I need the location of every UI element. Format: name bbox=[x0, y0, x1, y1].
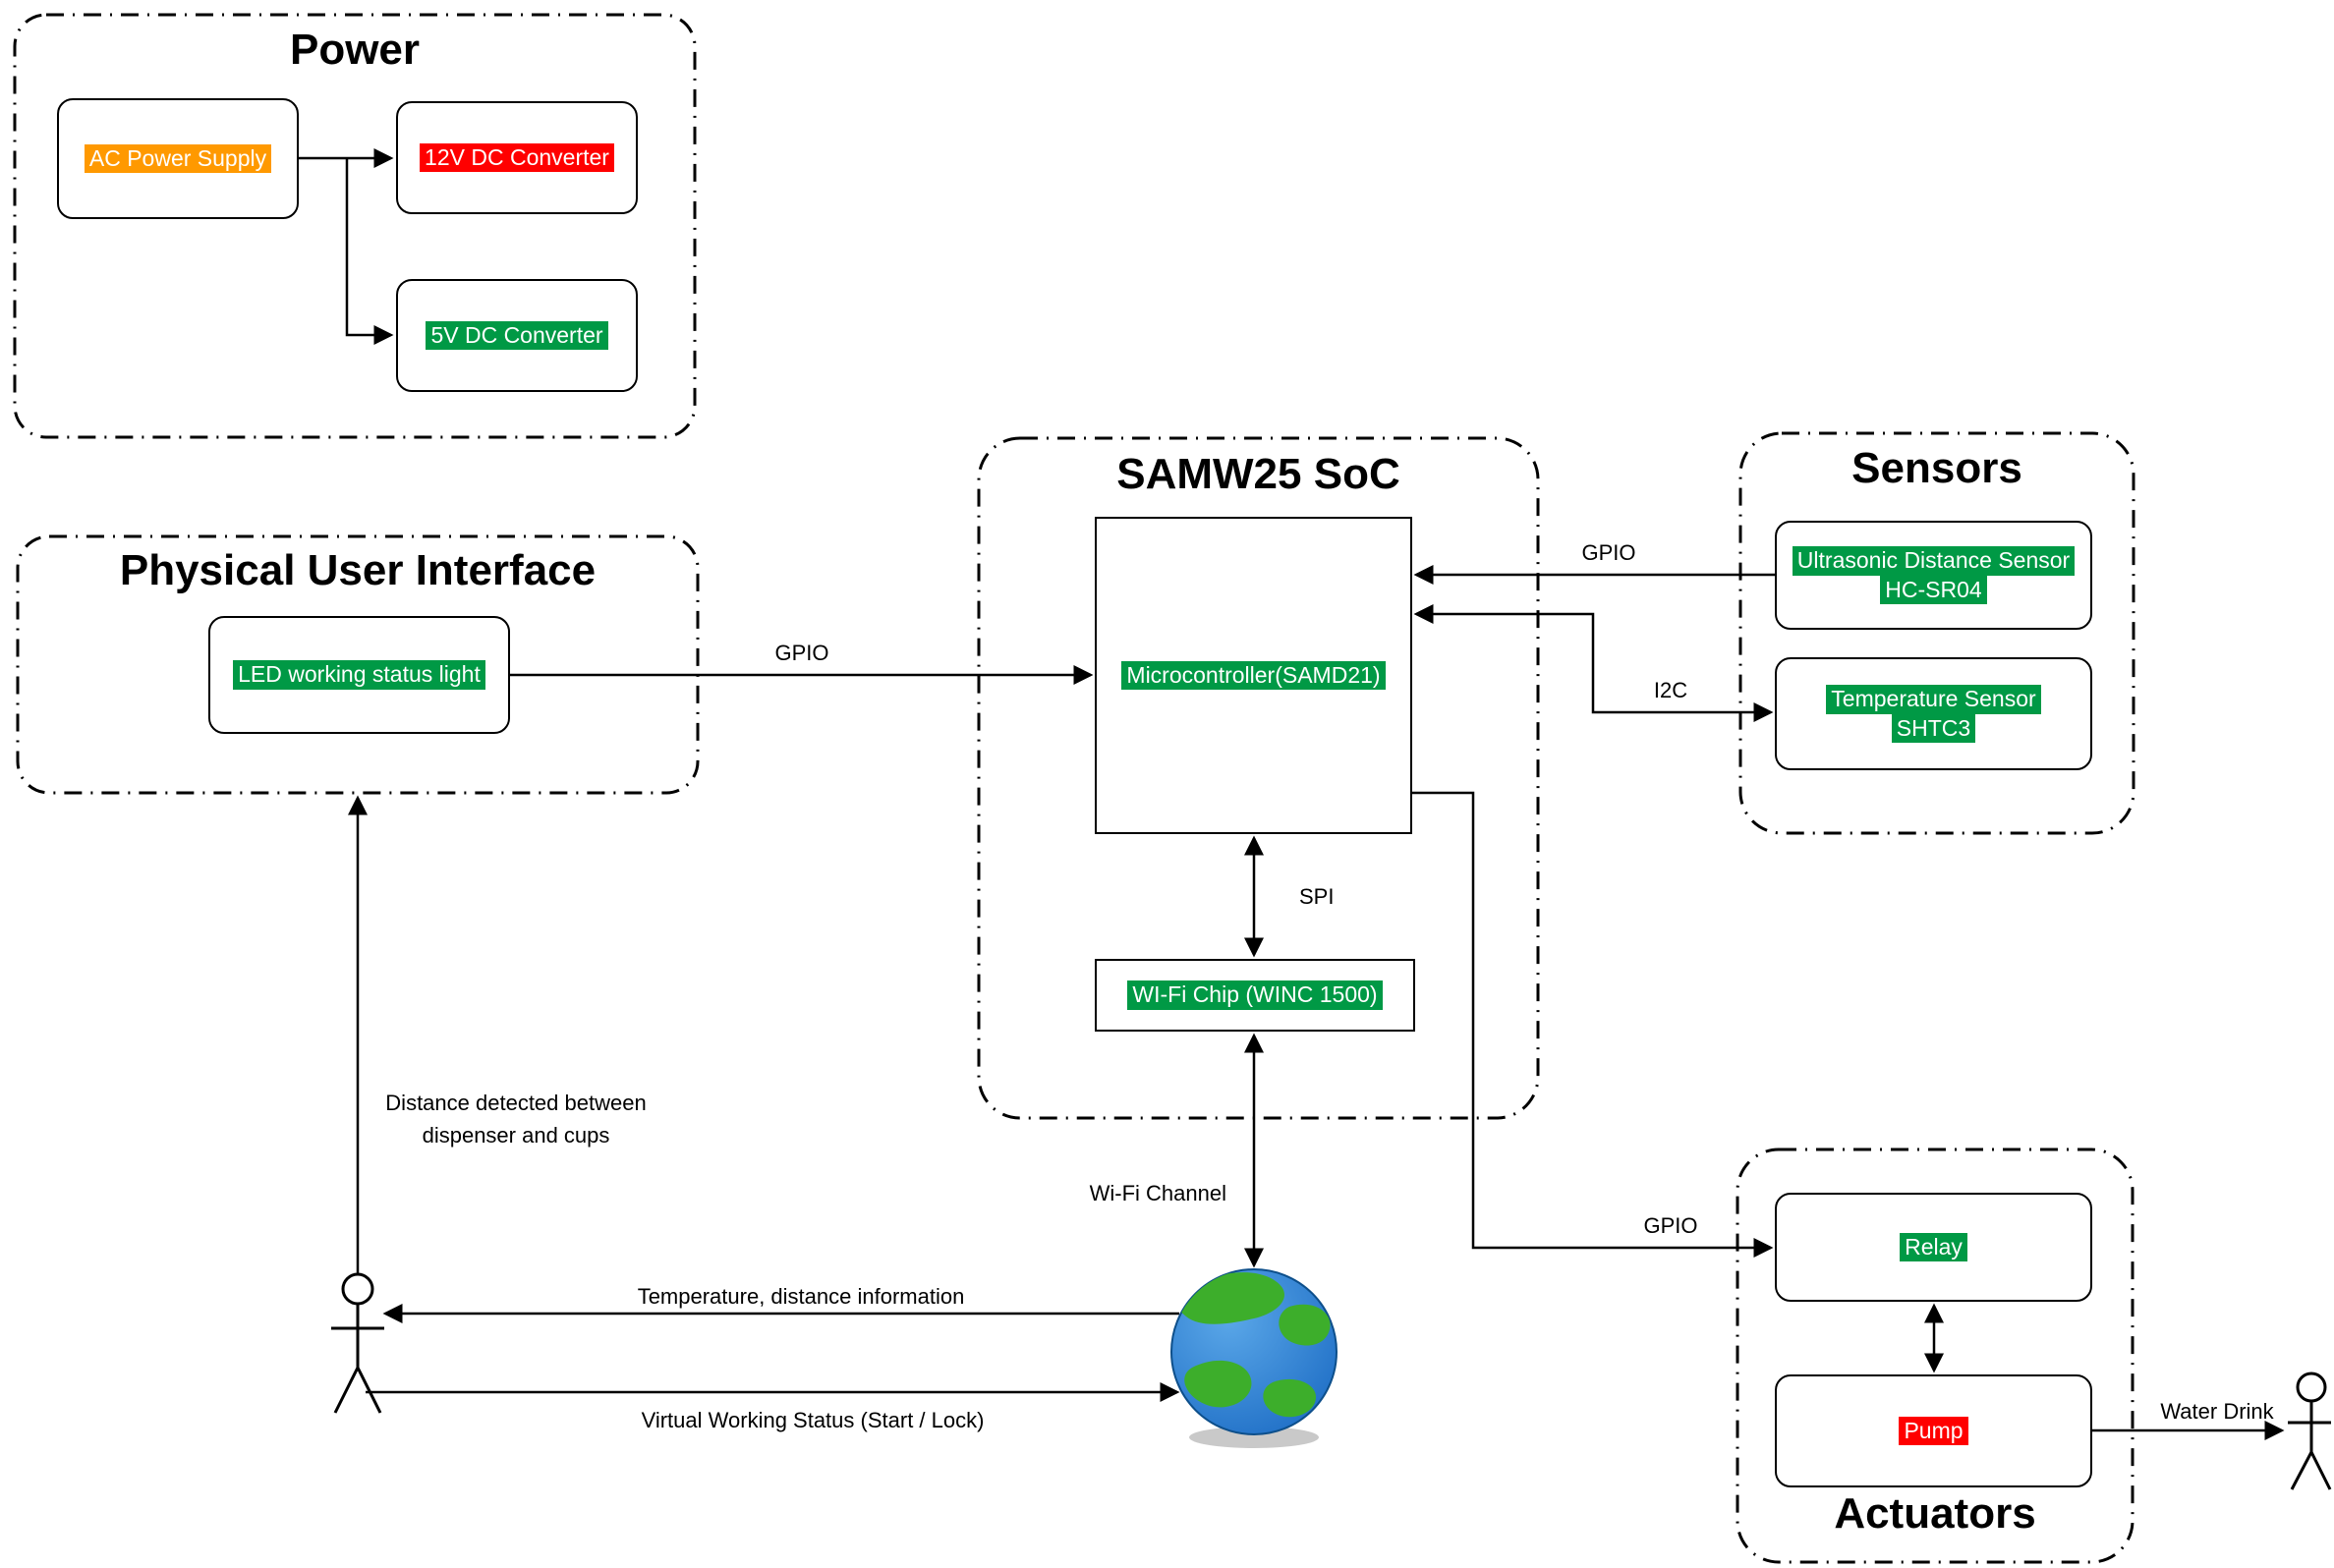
edge-label-distance-note-line1: Distance detected between bbox=[385, 1091, 646, 1115]
edge-label-i2c: I2C bbox=[1654, 678, 1687, 702]
pump-node: Pump bbox=[1775, 1374, 2092, 1487]
edge-label-relay-gpio: GPIO bbox=[1643, 1213, 1697, 1238]
temperature-sensor-label-line1: Temperature Sensor bbox=[1826, 684, 2041, 714]
5v-dc-converter-label: 5V DC Converter bbox=[426, 320, 608, 351]
user-actor bbox=[331, 1272, 384, 1414]
pump-label: Pump bbox=[1899, 1416, 1968, 1446]
12v-dc-converter-node: 12V DC Converter bbox=[396, 101, 638, 214]
edge-label-led-gpio: GPIO bbox=[774, 641, 828, 665]
temperature-sensor-label-line2: SHTC3 bbox=[1891, 713, 1976, 744]
internet-globe-icon bbox=[1170, 1268, 1338, 1448]
edge-i2c bbox=[1413, 604, 1774, 722]
power-group-border bbox=[13, 13, 697, 439]
led-status-light-node: LED working status light bbox=[208, 616, 510, 734]
5v-dc-converter-node: 5V DC Converter bbox=[396, 279, 638, 392]
power-group-title: Power bbox=[289, 26, 421, 74]
sensors-group-title: Sensors bbox=[1851, 444, 2022, 492]
soc-group-title: SAMW25 SoC bbox=[1116, 450, 1400, 498]
ultrasonic-sensor-label-line1: Ultrasonic Distance Sensor bbox=[1792, 545, 2076, 576]
edge-label-distance-note-line2: dispenser and cups bbox=[423, 1123, 610, 1148]
relay-label: Relay bbox=[1900, 1232, 1967, 1262]
edge-label-water-drink: Water Drink bbox=[2160, 1399, 2274, 1424]
actuators-group-border bbox=[1736, 1148, 2135, 1564]
edge-label-wifi-channel: Wi-Fi Channel bbox=[1090, 1181, 1226, 1205]
edge-label-ultrasonic-gpio: GPIO bbox=[1581, 540, 1635, 565]
edge-label-spi: SPI bbox=[1299, 884, 1334, 909]
edge-relay-gpio bbox=[1412, 791, 1774, 1258]
actuators-group-title: Actuators bbox=[1834, 1489, 2036, 1538]
temperature-sensor-node: Temperature Sensor SHTC3 bbox=[1775, 657, 2092, 770]
edge-label-virtual-status: Virtual Working Status (Start / Lock) bbox=[642, 1408, 985, 1432]
relay-node: Relay bbox=[1775, 1193, 2092, 1302]
sensors-group-border bbox=[1738, 431, 2135, 835]
edge-label-temp-info: Temperature, distance information bbox=[638, 1284, 965, 1309]
pui-group-border bbox=[16, 534, 700, 795]
pui-group-title: Physical User Interface bbox=[119, 546, 597, 594]
ultrasonic-sensor-label-line2: HC-SR04 bbox=[1880, 575, 1987, 605]
edge-ac-to-5v bbox=[345, 158, 394, 345]
12v-dc-converter-label: 12V DC Converter bbox=[420, 142, 614, 173]
ac-power-supply-node: AC Power Supply bbox=[57, 98, 299, 219]
ac-power-supply-label: AC Power Supply bbox=[84, 143, 272, 174]
drink-user-actor bbox=[2288, 1372, 2332, 1490]
ultrasonic-sensor-node: Ultrasonic Distance Sensor HC-SR04 bbox=[1775, 521, 2092, 630]
soc-group-border bbox=[977, 436, 1540, 1120]
microcontroller-label: Microcontroller(SAMD21) bbox=[1121, 660, 1386, 691]
wifi-chip-label: WI-Fi Chip (WINC 1500) bbox=[1127, 980, 1383, 1010]
microcontroller-node: Microcontroller(SAMD21) bbox=[1095, 517, 1412, 834]
led-status-light-label: LED working status light bbox=[233, 660, 485, 690]
wifi-chip-node: WI-Fi Chip (WINC 1500) bbox=[1095, 959, 1415, 1032]
